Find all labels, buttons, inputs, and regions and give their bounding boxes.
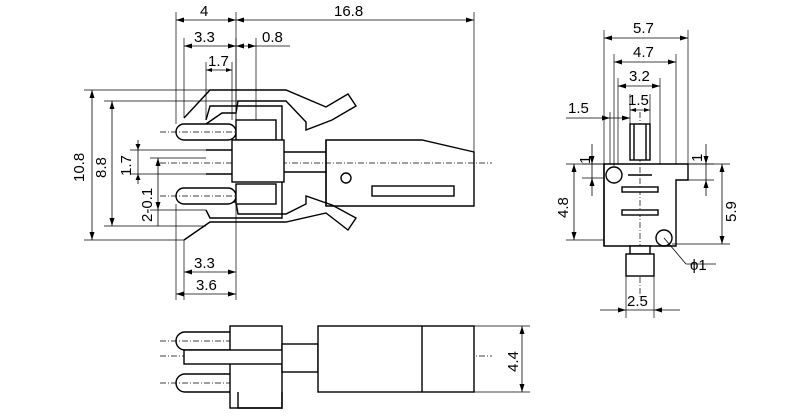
dim-3-3-bottom: 3.3: [194, 255, 215, 272]
dim-1-7-top: 1.7: [208, 53, 229, 70]
side-view: 5.7 4.7 3.2 1.5 1.5 1: [555, 20, 740, 318]
dim-4: 4: [200, 3, 208, 20]
dim-8-8: 8.8: [93, 157, 110, 178]
dim-3-3-top: 3.3: [194, 29, 215, 46]
dim-2-0-1: 2-0.1: [139, 188, 156, 222]
dim-16-8: 16.8: [334, 3, 363, 20]
dim-4-8: 4.8: [555, 197, 572, 218]
dim-1-5-a: 1.5: [568, 100, 589, 117]
dim-4-4: 4.4: [505, 351, 522, 372]
dim-5-7: 5.7: [633, 20, 654, 37]
dim-0-8: 0.8: [262, 29, 283, 46]
dim-4-7: 4.7: [633, 44, 654, 61]
top-view: 4 16.8 3.3 0.8 1.7 10.8 8.8: [71, 3, 492, 300]
dim-5-9: 5.9: [723, 201, 740, 222]
dim-3-6: 3.6: [196, 277, 217, 294]
dim-1-7-left: 1.7: [118, 155, 135, 176]
dim-1-left: 1: [577, 156, 594, 164]
bottom-view: 4.4: [160, 325, 530, 409]
dim-10-8: 10.8: [71, 153, 88, 182]
dim-1-5-b: 1.5: [628, 92, 649, 109]
dim-3-2: 3.2: [629, 68, 650, 85]
dim-1-right: 1: [689, 154, 706, 162]
dim-2-5: 2.5: [627, 293, 648, 310]
dim-phi-1: ϕ1: [690, 257, 707, 274]
